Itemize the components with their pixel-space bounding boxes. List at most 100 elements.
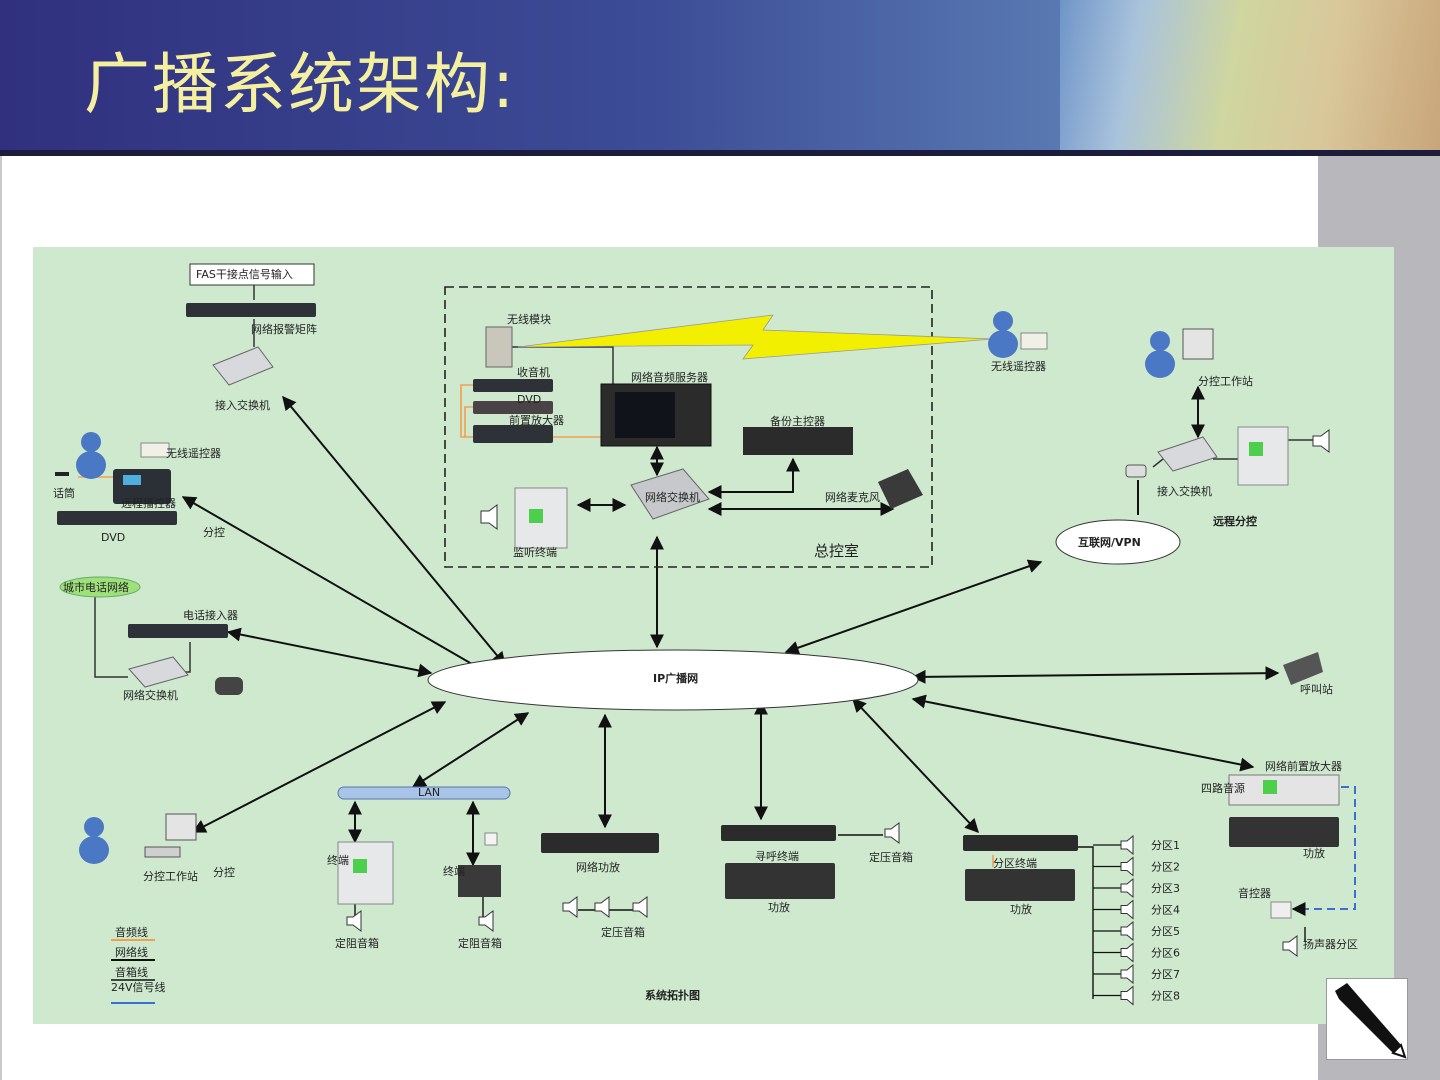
pencil-icon-svg [1335, 983, 1407, 1059]
label-legend-net: 网络线 [115, 945, 148, 959]
label-dvd-l: DVD [101, 531, 125, 544]
label-net-mic: 网络麦克风 [825, 490, 880, 504]
label-access-switch-tl: 接入交换机 [215, 398, 270, 412]
speaker-icon-cv1b [594, 896, 610, 918]
net-amp-device [541, 833, 659, 853]
zone-speaker-icon-7 [1120, 963, 1134, 985]
audio-wire-dvd [464, 406, 473, 437]
label-remote-sub: 远程分控 [1213, 514, 1257, 528]
zone-speaker-icon-1 [1120, 834, 1134, 856]
header-divider [0, 150, 1440, 156]
zone-label-5: 分区5 [1151, 925, 1180, 938]
workstation-icon-r [1182, 328, 1214, 360]
wire-city-switch [94, 595, 128, 678]
label-internet: 互联网/VPN [1078, 535, 1141, 549]
speaker-icon-fb1 [346, 910, 362, 932]
preamp-c-device [473, 425, 553, 443]
label-preamp-c: 前置放大器 [509, 413, 564, 427]
audio-server-screen [615, 392, 675, 438]
label-amp-2: 功放 [1010, 902, 1032, 916]
zone-label-7: 分区7 [1151, 968, 1180, 981]
label-master-room: 总控室 [814, 542, 859, 560]
wireless-lightning [517, 314, 994, 360]
person-icon-tr [1150, 331, 1170, 351]
zone-speaker-icon-8 [1120, 985, 1134, 1006]
link-zone-terminal-ipnet [852, 697, 979, 834]
access-switch-r-device [1157, 436, 1218, 472]
label-wireless-module: 无线模块 [507, 312, 551, 326]
link-internet-ipnet [784, 559, 1043, 655]
zone-speaker-icon-3 [1120, 877, 1134, 899]
label-net-switch-l: 网络交换机 [123, 688, 178, 702]
amp-2-device [965, 869, 1075, 901]
label-paging-terminal: 寻呼终端 [755, 849, 799, 863]
phone-access-device [128, 624, 228, 638]
label-wireless-remote-r: 无线遥控器 [991, 359, 1046, 373]
label-city-phone: 城市电话网络 [63, 580, 129, 594]
link-phone-ipnet [226, 627, 433, 678]
person-icon-bl [84, 817, 104, 837]
terminal-2-panel [484, 832, 498, 846]
listen-terminal-screen [529, 509, 543, 523]
label-amp-3: 功放 [1303, 846, 1325, 860]
label-backup-host: 备份主控器 [770, 414, 825, 428]
label-alarm-matrix: 网络报警矩阵 [251, 322, 317, 336]
label-net-amp: 网络功放 [576, 860, 620, 874]
zone-speaker-icon-2 [1120, 856, 1134, 877]
label-sub-station-r: 分控工作站 [1198, 374, 1253, 388]
access-switch-tl-device [212, 346, 274, 386]
person-body-l [76, 451, 106, 479]
mic-icon-l [55, 472, 69, 476]
speaker-icon-cv2 [884, 822, 900, 844]
label-zone-terminal: 分区终端 [993, 856, 1037, 870]
label-listen-terminal: 监听终端 [513, 545, 557, 559]
label-caption: 系统拓扑图 [645, 988, 700, 1002]
label-legend-speaker: 音箱线 [115, 965, 148, 979]
person-icon-r [993, 311, 1013, 331]
label-cv-box-2: 定压音箱 [869, 850, 913, 864]
person-body-r [988, 330, 1018, 358]
label-tuner: 收音机 [517, 365, 550, 379]
label-legend-audio: 音频线 [115, 925, 148, 939]
label-volume-ctrl: 音控器 [1238, 886, 1271, 900]
speaker-icon-monitor [480, 504, 498, 530]
label-four-route: 四路音源 [1201, 781, 1245, 795]
terminal-2-device [458, 865, 501, 897]
zone-speaker-icon-5 [1120, 920, 1134, 942]
dvd-l-device [57, 511, 177, 525]
remote-paging-screen [123, 475, 141, 485]
speaker-icon-zone-r [1282, 935, 1298, 957]
keyboard-icon-bl [144, 846, 181, 858]
label-access-switch-r: 接入交换机 [1157, 484, 1212, 498]
label-wireless-remote-l: 无线遥控器 [166, 446, 221, 460]
audio-wire-tuner [460, 384, 473, 438]
terminal-1-screen [353, 859, 367, 873]
label-speaker-zone: 扬声器分区 [1303, 937, 1358, 951]
remote-terminal-screen [1249, 442, 1263, 456]
label-sub-control-l: 分控 [203, 525, 225, 539]
tuner-device [473, 379, 553, 392]
zone-label-8: 分区8 [1151, 990, 1180, 1003]
label-core-switch: 网络交换机 [645, 490, 700, 504]
workstation-icon-bl [165, 813, 197, 841]
speaker-bus-zones [1078, 846, 1094, 999]
label-terminal-1: 终端 [327, 853, 349, 867]
net-switch-l-device [128, 656, 189, 688]
zone-label-2: 分区2 [1151, 861, 1180, 874]
link-net-preamp-ipnet [911, 694, 1255, 772]
amp-1-device [725, 863, 835, 899]
volume-ctrl-device [1270, 901, 1292, 919]
speaker-icon-cv1a [562, 896, 578, 918]
left-border [0, 156, 2, 1080]
pencil-icon[interactable] [1326, 978, 1408, 1060]
zone-speaker-icon-4 [1120, 899, 1134, 920]
label-ip-net: IP广播网 [653, 671, 698, 685]
signal-wire-24v [1291, 786, 1356, 916]
internet-cloud [1055, 519, 1181, 565]
label-net-preamp: 网络前置放大器 [1265, 759, 1342, 773]
zone-label-1: 分区1 [1151, 839, 1180, 852]
link-call-station-ipnet [911, 666, 1280, 684]
label-terminal-2: 终端 [443, 864, 465, 878]
